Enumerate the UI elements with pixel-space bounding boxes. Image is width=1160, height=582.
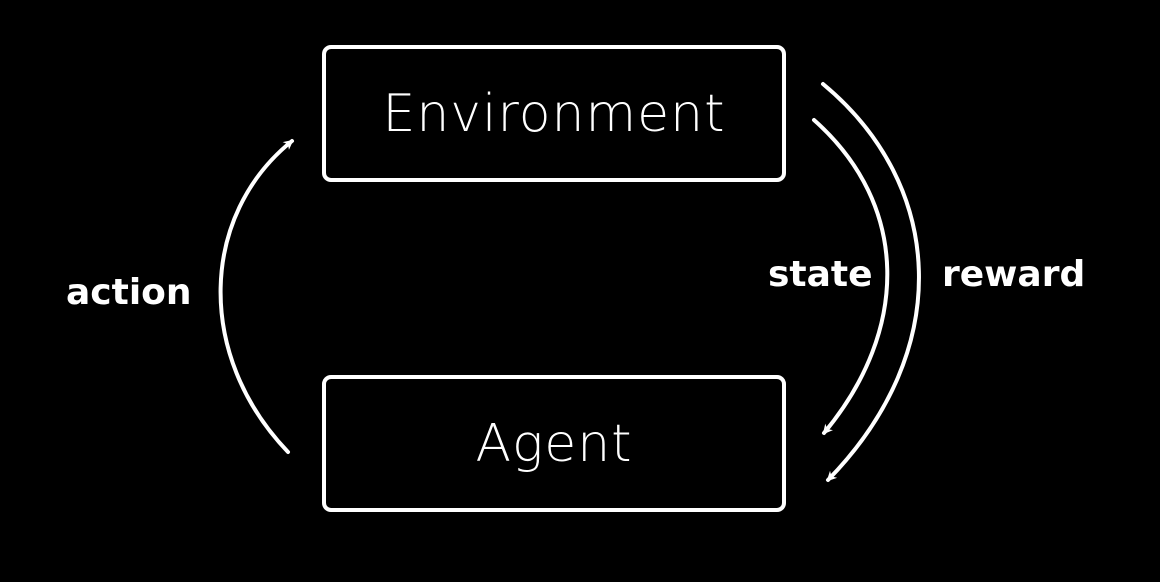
agent-box: Agent [322,375,786,512]
state-label: state [768,254,873,295]
action-arrow [218,139,294,454]
agent-label: Agent [475,413,633,474]
reward-arrow [821,82,921,482]
action-label: action [66,272,192,313]
reward-label: reward [942,254,1086,295]
environment-box: Environment [322,45,786,182]
state-arrow [812,118,890,435]
environment-label: Environment [382,83,726,144]
